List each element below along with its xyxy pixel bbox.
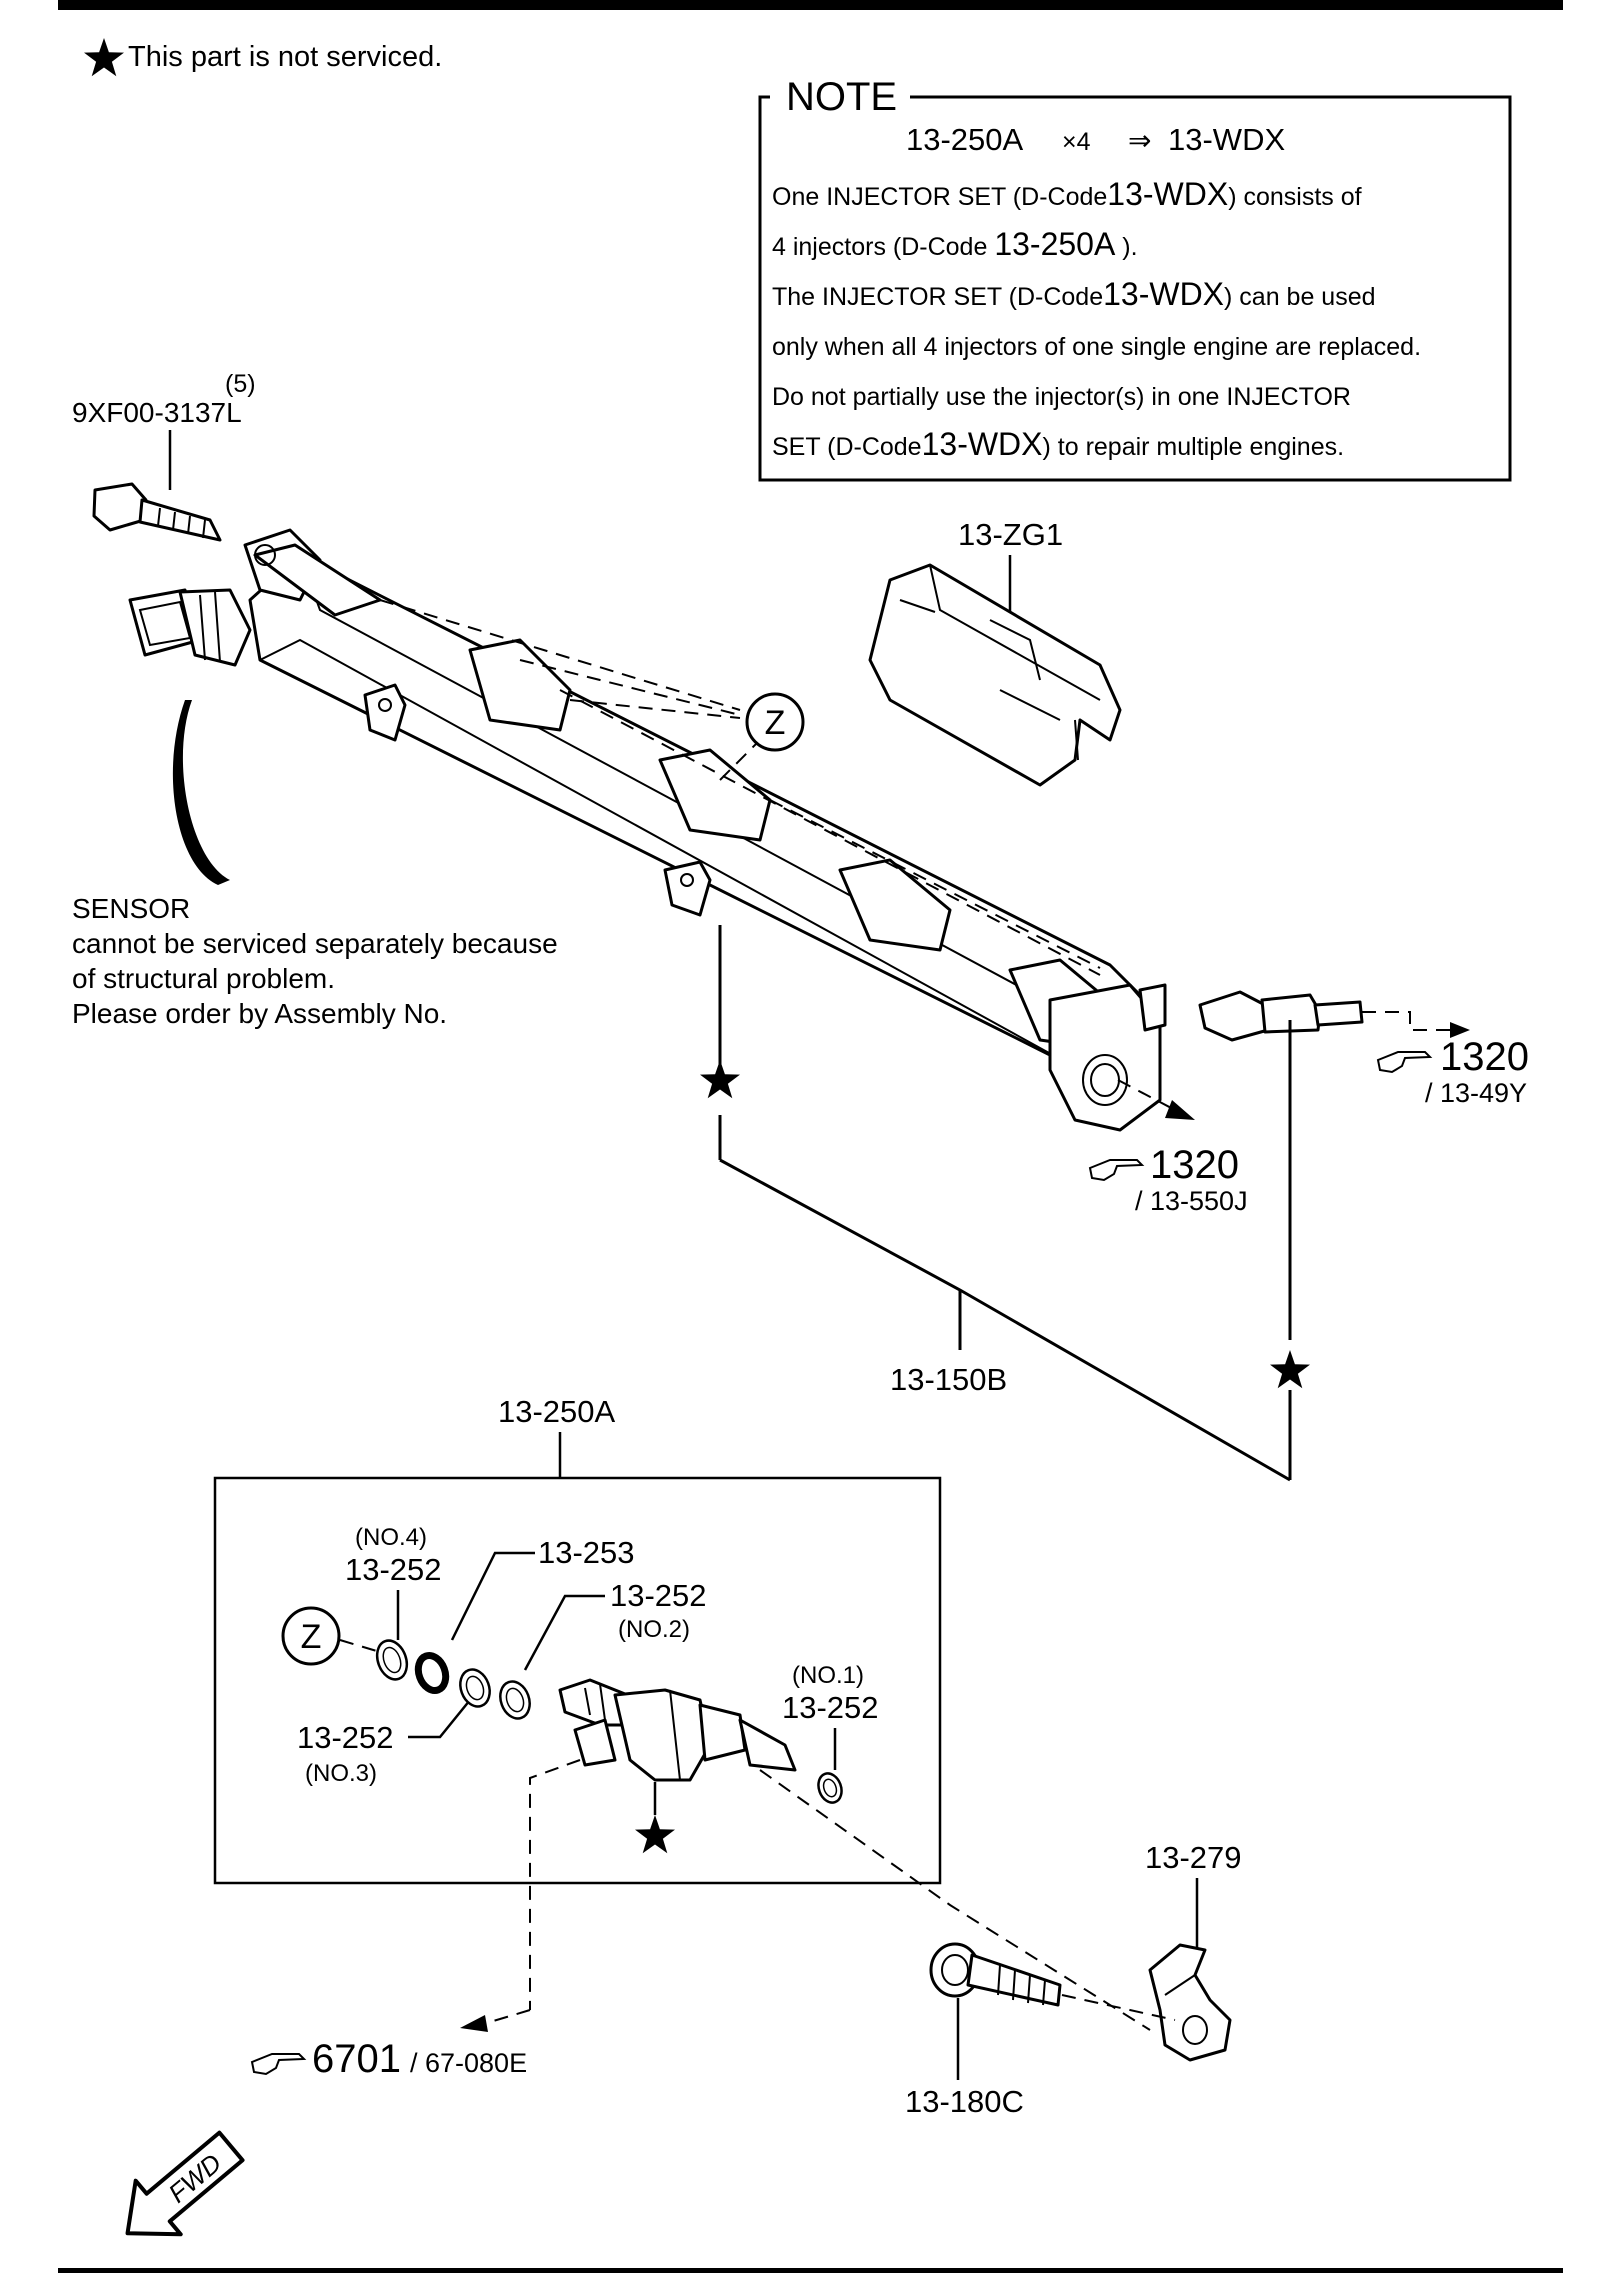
- seal-no4: [375, 1639, 409, 1681]
- pointing-hand-icon: [1088, 1159, 1145, 1182]
- injector-cover: [868, 563, 1122, 787]
- note-line-4: only when all 4 injectors of one single …: [772, 333, 1421, 361]
- ref-1320-49y-page[interactable]: 1320: [1440, 1035, 1529, 1079]
- injector-assy-box: [213, 1476, 942, 1885]
- injector-clip: [1148, 1943, 1232, 2062]
- sensor-note-title: SENSOR: [72, 893, 190, 924]
- pointing-hand-icon: [250, 2053, 307, 2076]
- star-icon: [635, 1815, 675, 1854]
- note-line-2: 4 injectors (D-Code 13-250A ).: [772, 226, 1138, 262]
- ref-6701-080e-page[interactable]: 6701: [312, 2037, 401, 2081]
- seal-no1-label: 13-252: [782, 1690, 879, 1725]
- seal-no3-label: 13-252: [297, 1720, 394, 1755]
- injector-assy-label: 13-250A: [498, 1394, 616, 1429]
- ref-z-label-top: Z: [765, 704, 786, 742]
- clip-label: 13-279: [1145, 1840, 1242, 1875]
- sensor-note-line-2: of structural problem.: [72, 963, 335, 994]
- rail-outlet-bolt: [1198, 990, 1364, 1042]
- bolt-part-label: 9XF00-3137L: [72, 397, 242, 428]
- note-formula-code: 13-250A: [906, 122, 1024, 157]
- pointing-hand-icon: [1376, 1051, 1433, 1074]
- ref-1320-49y-code[interactable]: / 13-49Y: [1425, 1078, 1527, 1108]
- o-ring-label: 13-253: [538, 1535, 635, 1570]
- seal-no2-label: 13-252: [610, 1578, 707, 1613]
- note-formula-multiplier: ×4: [1062, 128, 1091, 156]
- clip-bolt-label: 13-180C: [905, 2084, 1024, 2119]
- rail-bolt: [92, 482, 222, 542]
- ref-6701-080e[interactable]: 6701 / 67-080E: [250, 2037, 527, 2081]
- bottom-border: [58, 2268, 1563, 2273]
- seal-no2: [499, 1680, 531, 1720]
- seal-no4-qty: (NO.4): [355, 1524, 427, 1551]
- star-icon: [1270, 1350, 1310, 1389]
- cover-label: 13-ZG1: [958, 517, 1063, 552]
- note-box: NOTE 13-250A ×4 ⇒ 13-WDX One INJECTOR SE…: [758, 75, 1512, 482]
- o-ring: [414, 1652, 450, 1694]
- fwd-arrow-icon: FWD: [125, 2130, 245, 2237]
- top-border: [58, 0, 1563, 10]
- sensor-note-line-1: cannot be serviced separately because: [72, 928, 558, 959]
- note-formula-result: 13-WDX: [1168, 122, 1285, 157]
- pressure-sensor: [128, 588, 252, 667]
- ref-z-callout-box: [281, 1606, 341, 1666]
- fuel-injector: [558, 1678, 797, 1782]
- seal-no2-qty: (NO.2): [618, 1616, 690, 1643]
- seal-no1: [817, 1772, 843, 1804]
- seal-no4-label: 13-252: [345, 1552, 442, 1587]
- sensor-note-line-3: Please order by Assembly No.: [72, 998, 447, 1029]
- ref-z-label-box: Z: [301, 1618, 322, 1656]
- ref-1320-550j-code[interactable]: / 13-550J: [1135, 1186, 1248, 1216]
- clip-bolt: [929, 1942, 1062, 2007]
- sensor-leader: [172, 700, 230, 885]
- ref-1320-550j[interactable]: 1320 / 13-550J: [1088, 1143, 1248, 1216]
- seal-no3: [459, 1668, 491, 1708]
- note-line-1: One INJECTOR SET (D-Code13-WDX) consists…: [772, 176, 1362, 212]
- star-icon: [84, 38, 124, 77]
- note-title: NOTE: [786, 75, 897, 119]
- seal-no3-qty: (NO.3): [305, 1760, 377, 1787]
- bolt-qty-label: (5): [225, 370, 256, 398]
- seal-no1-qty: (NO.1): [792, 1662, 864, 1689]
- note-line-5: Do not partially use the injector(s) in …: [772, 383, 1351, 411]
- legend-text: This part is not serviced.: [128, 41, 442, 73]
- assembly-bracket: [718, 925, 1292, 1482]
- note-line-6: SET (D-Code13-WDX) to repair multiple en…: [772, 426, 1344, 462]
- note-line-3: The INJECTOR SET (D-Code13-WDX) can be u…: [772, 276, 1376, 312]
- ref-6701-080e-code[interactable]: / 67-080E: [410, 2048, 527, 2078]
- ref-1320-49y[interactable]: 1320 / 13-49Y: [1376, 1035, 1529, 1108]
- star-icon: [700, 1060, 740, 1099]
- note-formula-arrow: ⇒: [1128, 125, 1151, 156]
- fuel-rail: [243, 528, 1167, 1132]
- ref-z-callout-top: [745, 692, 805, 752]
- ref-1320-550j-page[interactable]: 1320: [1150, 1143, 1239, 1187]
- fuel-rail-label: 13-150B: [890, 1362, 1007, 1397]
